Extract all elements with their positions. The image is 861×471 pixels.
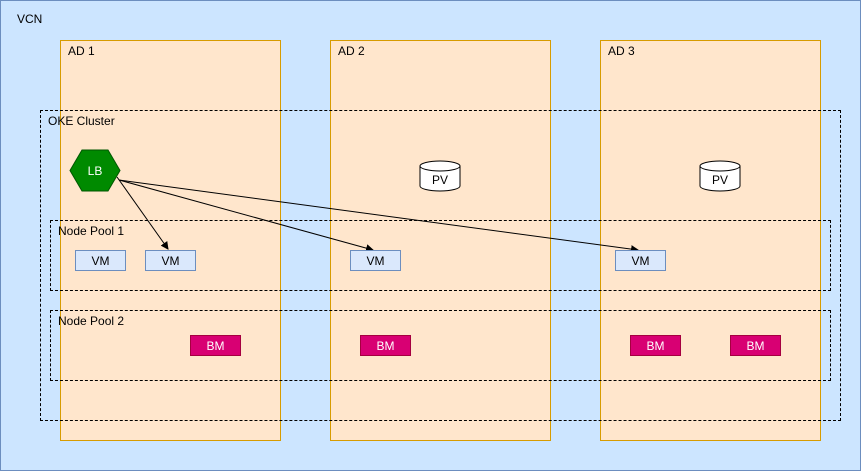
oke-cluster-boundary [40,110,841,421]
bare-metal-node: BM [360,335,411,356]
node-pool-1-boundary [50,220,831,291]
node-pool-2-boundary [50,310,831,381]
node-pool-1-label: Node Pool 1 [58,224,125,238]
lb-to-vm-2-arrow [116,176,169,250]
node-pool-2-label: Node Pool 2 [58,314,125,328]
lb-to-vm-4-arrow [118,179,639,254]
ad-1-label: AD 1 [68,44,95,58]
persistent-volume-2-label: PV [711,173,728,187]
persistent-volume-2-cylinder [699,160,741,192]
bare-metal-node: BM [630,335,681,356]
vm-node: VM [75,250,126,271]
persistent-volume-1-label: PV [431,173,448,187]
bare-metal-node: BM [730,335,781,356]
vm-node: VM [350,250,401,271]
oke-cluster-label: OKE Cluster [48,114,115,128]
load-balancer-hexagon [69,149,121,192]
vcn-label: VCN [17,12,43,26]
bare-metal-node: BM [190,335,241,356]
load-balancer-label: LB [87,163,103,178]
ad-3-label: AD 3 [608,44,635,58]
ad-3-region [600,40,821,441]
vm-node: VM [615,250,666,271]
ad-2-label: AD 2 [338,44,365,58]
ad-2-region [330,40,551,441]
lb-to-vm-3-arrow [118,179,374,252]
vm-node: VM [145,250,196,271]
ad-1-region [60,40,281,441]
persistent-volume-1-cylinder [419,160,461,192]
